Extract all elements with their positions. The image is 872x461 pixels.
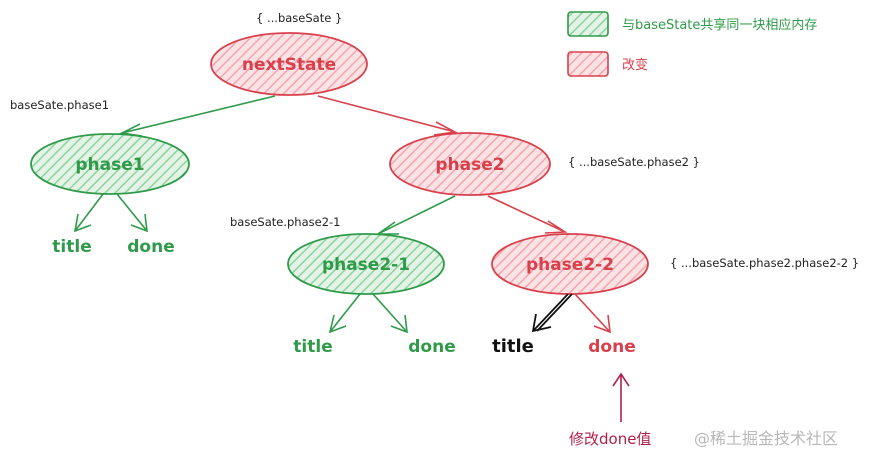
edge-phase2-1-done bbox=[372, 293, 408, 334]
node-root-note: { ...baseSate } bbox=[256, 11, 342, 25]
node-phase2-1-note: baseSate.phase2-1 bbox=[230, 215, 341, 229]
node-phase2-2: phase2-2 { ...baseSate.phase2.phase2-2 } bbox=[491, 233, 859, 295]
edge-root-phase2 bbox=[317, 95, 458, 136]
node-phase1-ellipse bbox=[30, 133, 190, 195]
node-phase2: phase2 { ...baseSate.phase2 } bbox=[389, 132, 700, 196]
node-phase2-2-label: phase2-2 bbox=[526, 255, 614, 275]
node-phase1-note: baseSate.phase1 bbox=[10, 98, 109, 112]
edge-phase2-phase2-2 bbox=[487, 195, 568, 234]
edge-phase1-title bbox=[73, 193, 104, 233]
legend-shared-swatch bbox=[567, 11, 609, 37]
edge-phase2-2-done bbox=[574, 293, 611, 334]
edge-root-phase1 bbox=[119, 95, 276, 137]
edge-phase2-phase2-1 bbox=[375, 195, 456, 235]
leaf-phase1-title: title bbox=[52, 237, 91, 257]
node-phase2-1-label: phase2-1 bbox=[322, 255, 410, 275]
node-phase2-1-ellipse bbox=[287, 233, 445, 295]
annotation-arrow bbox=[612, 372, 630, 422]
leaf-phase2-2-title: title bbox=[492, 336, 534, 357]
node-phase2-1: phase2-1 baseSate.phase2-1 bbox=[230, 215, 445, 295]
node-root-ellipse bbox=[210, 32, 368, 96]
node-phase2-label: phase2 bbox=[435, 155, 504, 175]
node-phase2-2-note: { ...baseSate.phase2.phase2-2 } bbox=[670, 256, 859, 270]
leaf-phase2-1-done: done bbox=[408, 337, 455, 357]
edge-phase1-done bbox=[116, 193, 148, 233]
legend-changed-swatch bbox=[567, 51, 609, 77]
node-phase2-2-ellipse bbox=[491, 233, 649, 295]
node-root-label: nextState bbox=[242, 55, 336, 75]
edge-phase2-1-title bbox=[328, 293, 361, 334]
leaf-phase2-1-title: title bbox=[293, 337, 332, 357]
watermark-text: @稀土掘金技术社区 bbox=[694, 429, 838, 448]
legend: 与baseState共享同一块相应内存 改变 bbox=[567, 11, 817, 77]
legend-changed-label: 改变 bbox=[622, 57, 648, 73]
node-phase2-ellipse bbox=[389, 132, 551, 196]
node-phase1: phase1 baseSate.phase1 bbox=[10, 98, 190, 195]
node-phase1-label: phase1 bbox=[75, 155, 144, 175]
edge-phase2-2-title bbox=[531, 293, 573, 333]
node-root: nextState { ...baseSate } bbox=[210, 11, 368, 96]
legend-shared-label: 与baseState共享同一块相应内存 bbox=[622, 17, 817, 33]
leaf-phase2-2-done: done bbox=[588, 337, 635, 357]
annotation-text: 修改done值 bbox=[569, 430, 651, 448]
leaf-phase1-done: done bbox=[127, 237, 174, 257]
node-phase2-note: { ...baseSate.phase2 } bbox=[568, 155, 700, 169]
